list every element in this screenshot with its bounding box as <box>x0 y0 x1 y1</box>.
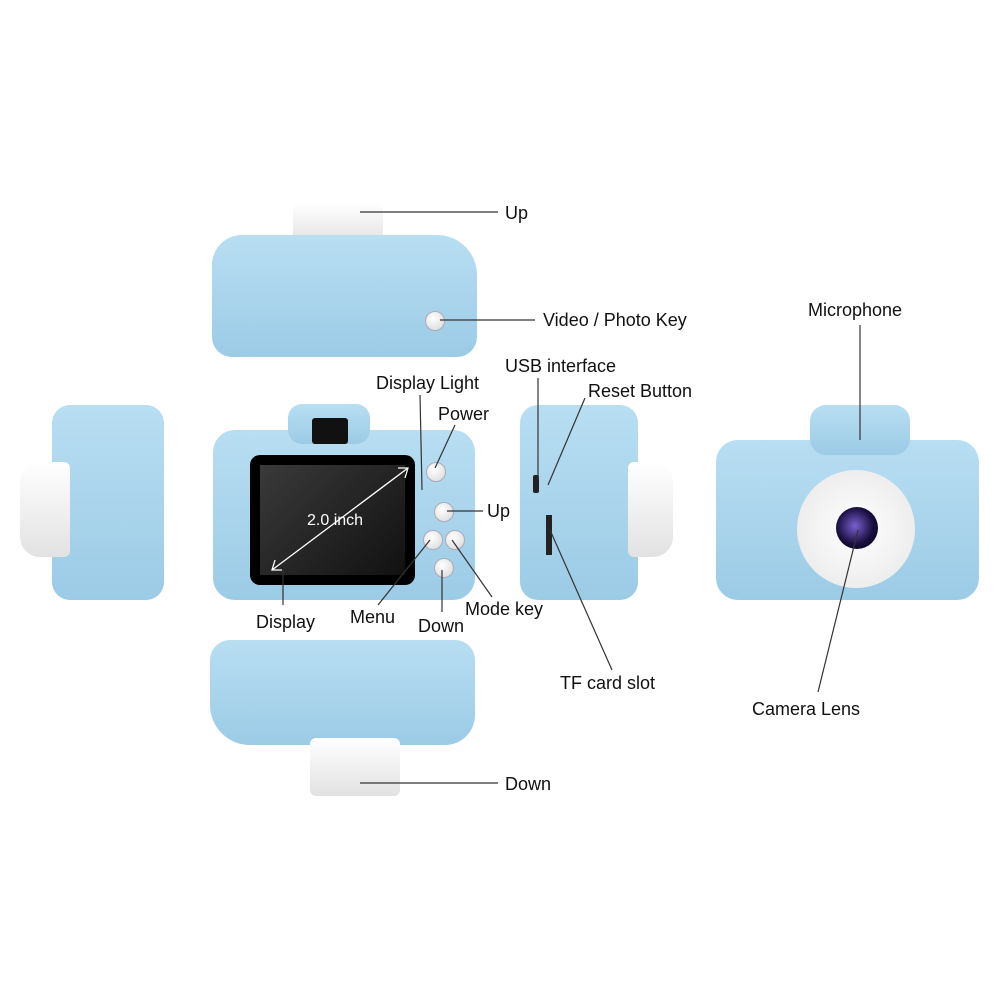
label-display-light: Display Light <box>376 373 480 393</box>
label-front-down: Down <box>418 616 465 636</box>
label-reset-button: Reset Button <box>588 381 693 401</box>
left-side-lens <box>20 462 70 557</box>
tf-card-slot <box>546 515 552 555</box>
label-front-up: Up <box>487 501 511 521</box>
leader-line-power <box>434 424 456 469</box>
label-top-up: Up <box>505 203 529 223</box>
power-button <box>426 462 446 482</box>
right-side-camera <box>520 405 638 600</box>
left-side-camera <box>52 405 164 600</box>
bottom-view-lens <box>310 738 400 796</box>
leader-line-tf <box>549 529 613 671</box>
display-screen <box>250 455 415 585</box>
label-screen-size: 2.0 inch <box>307 512 364 529</box>
label-usb-interface: USB interface <box>505 356 617 376</box>
label-power: Power <box>438 404 490 424</box>
leader-line-display-light <box>419 394 423 491</box>
leader-line-lens <box>817 529 859 693</box>
usb-port <box>533 475 539 493</box>
leader-line-menu <box>377 539 431 606</box>
label-microphone: Microphone <box>808 300 903 320</box>
label-tf-card-slot: TF card slot <box>560 673 656 693</box>
camera-lens <box>836 507 878 549</box>
screen-size-arrow <box>271 467 409 571</box>
label-menu: Menu <box>350 607 396 627</box>
video-photo-key-button <box>425 311 445 331</box>
right-side-lens <box>628 462 673 557</box>
label-bottom-down: Down <box>505 774 552 794</box>
viewfinder <box>312 418 348 444</box>
down-button <box>434 558 454 578</box>
leader-line-mode <box>451 539 493 598</box>
label-camera-lens: Camera Lens <box>752 699 861 719</box>
mode-button <box>445 530 465 550</box>
label-mode-key: Mode key <box>465 599 544 619</box>
label-video-photo-key: Video / Photo Key <box>543 310 687 330</box>
top-view-camera <box>212 235 477 357</box>
leader-line-reset <box>547 397 586 486</box>
bottom-view-camera <box>210 640 475 745</box>
up-button <box>434 502 454 522</box>
menu-button <box>423 530 443 550</box>
label-display: Display <box>256 612 316 632</box>
